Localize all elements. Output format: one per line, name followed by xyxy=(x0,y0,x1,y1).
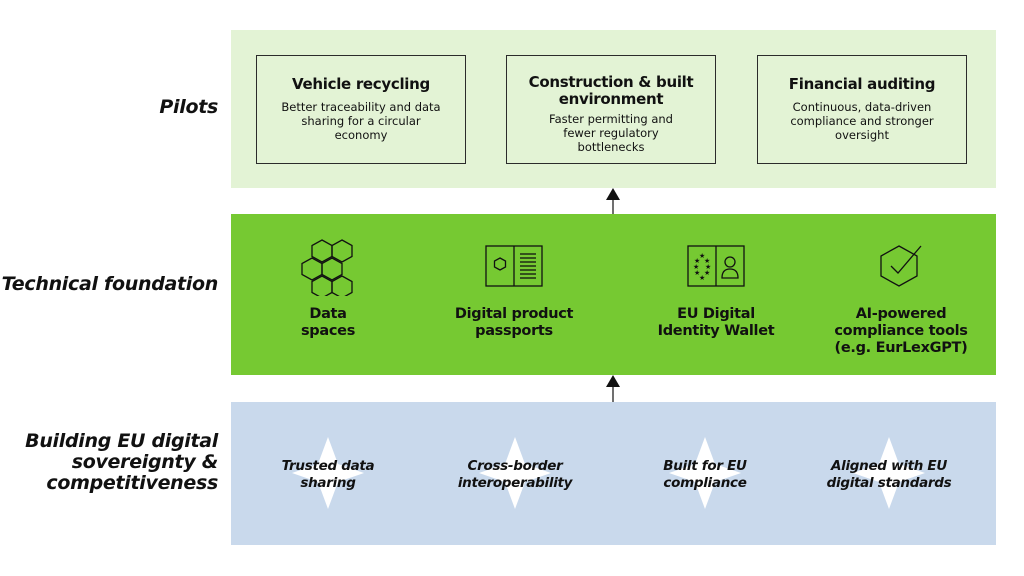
pilot-vehicle-recycling: Vehicle recycling Better traceability an… xyxy=(256,55,466,164)
pilot-description: Better traceability and data sharing for… xyxy=(281,100,441,142)
pilot-description: Faster permitting and fewer regulatory b… xyxy=(549,112,673,154)
star-icon xyxy=(669,437,741,509)
sov-trusted-data-sharing: Trusted data sharing xyxy=(238,437,418,512)
tech-digital-product-passports: Digital product passports xyxy=(429,236,599,340)
sovereignty-row-label: Building EU digital sovereignty & compet… xyxy=(0,431,218,494)
pilot-description: Continuous, data-driven compliance and s… xyxy=(790,100,934,142)
sov-label: Trusted data sharing xyxy=(281,458,375,491)
pilot-title: Construction & built environment xyxy=(528,73,694,108)
svg-text:★: ★ xyxy=(694,269,700,277)
pilots-row-label: Pilots xyxy=(159,96,218,118)
svg-text:★: ★ xyxy=(699,274,705,282)
sov-label: Cross-border interoperability xyxy=(457,458,573,491)
hexagons-icon xyxy=(301,239,353,296)
star-icon xyxy=(479,437,551,509)
sov-built-for-eu-compliance: Built for EU compliance xyxy=(615,437,795,512)
tech-data-spaces: Data spaces xyxy=(243,236,413,340)
tech-label: AI-powered compliance tools (e.g. EurLex… xyxy=(834,306,968,356)
arrow-up-icon xyxy=(606,375,620,402)
sov-label: Built for EU compliance xyxy=(663,458,747,491)
eu-id-wallet-icon: ★ ★ ★ ★ ★ ★ ★ ★ xyxy=(687,245,745,287)
svg-text:★: ★ xyxy=(694,257,700,265)
pilot-title: Vehicle recycling xyxy=(292,75,430,93)
pilot-financial-auditing: Financial auditing Continuous, data-driv… xyxy=(757,55,967,164)
sov-label: Aligned with EU digital standards xyxy=(826,458,952,491)
svg-text:★: ★ xyxy=(705,263,711,271)
technical-foundation-row-label: Technical foundation xyxy=(0,273,219,295)
tech-label: Data spaces xyxy=(300,306,356,339)
sov-cross-border: Cross-border interoperability xyxy=(425,437,605,512)
tech-ai-compliance-tools: AI-powered compliance tools (e.g. EurLex… xyxy=(811,236,991,357)
pilot-construction: Construction & built environment Faster … xyxy=(506,55,716,164)
sov-aligned-standards: Aligned with EU digital standards xyxy=(799,437,979,512)
pilot-title: Financial auditing xyxy=(788,75,936,93)
tech-eu-digital-identity-wallet: ★ ★ ★ ★ ★ ★ ★ ★ EU Digital Identity Wall… xyxy=(631,236,801,340)
svg-text:★: ★ xyxy=(704,257,710,265)
sovereignty-band: Trusted data sharing Cross-border intero… xyxy=(231,402,996,545)
pilots-band: Vehicle recycling Better traceability an… xyxy=(231,30,996,188)
svg-text:★: ★ xyxy=(704,269,710,277)
star-icon xyxy=(853,437,925,509)
svg-text:★: ★ xyxy=(699,252,705,260)
svg-text:★: ★ xyxy=(693,263,699,271)
tech-label: Digital product passports xyxy=(454,306,574,339)
passport-icon xyxy=(485,245,543,287)
sovereignty-label-text: Building EU digital sovereignty & compet… xyxy=(25,430,218,494)
technical-foundation-label-text: Technical foundation xyxy=(1,273,219,295)
hexagon-check-icon xyxy=(880,245,922,287)
technical-foundation-band: Data spaces Digital product passports xyxy=(231,214,996,375)
star-icon xyxy=(292,437,364,509)
tech-label: EU Digital Identity Wallet xyxy=(657,306,775,339)
arrow-up-icon xyxy=(606,188,620,214)
